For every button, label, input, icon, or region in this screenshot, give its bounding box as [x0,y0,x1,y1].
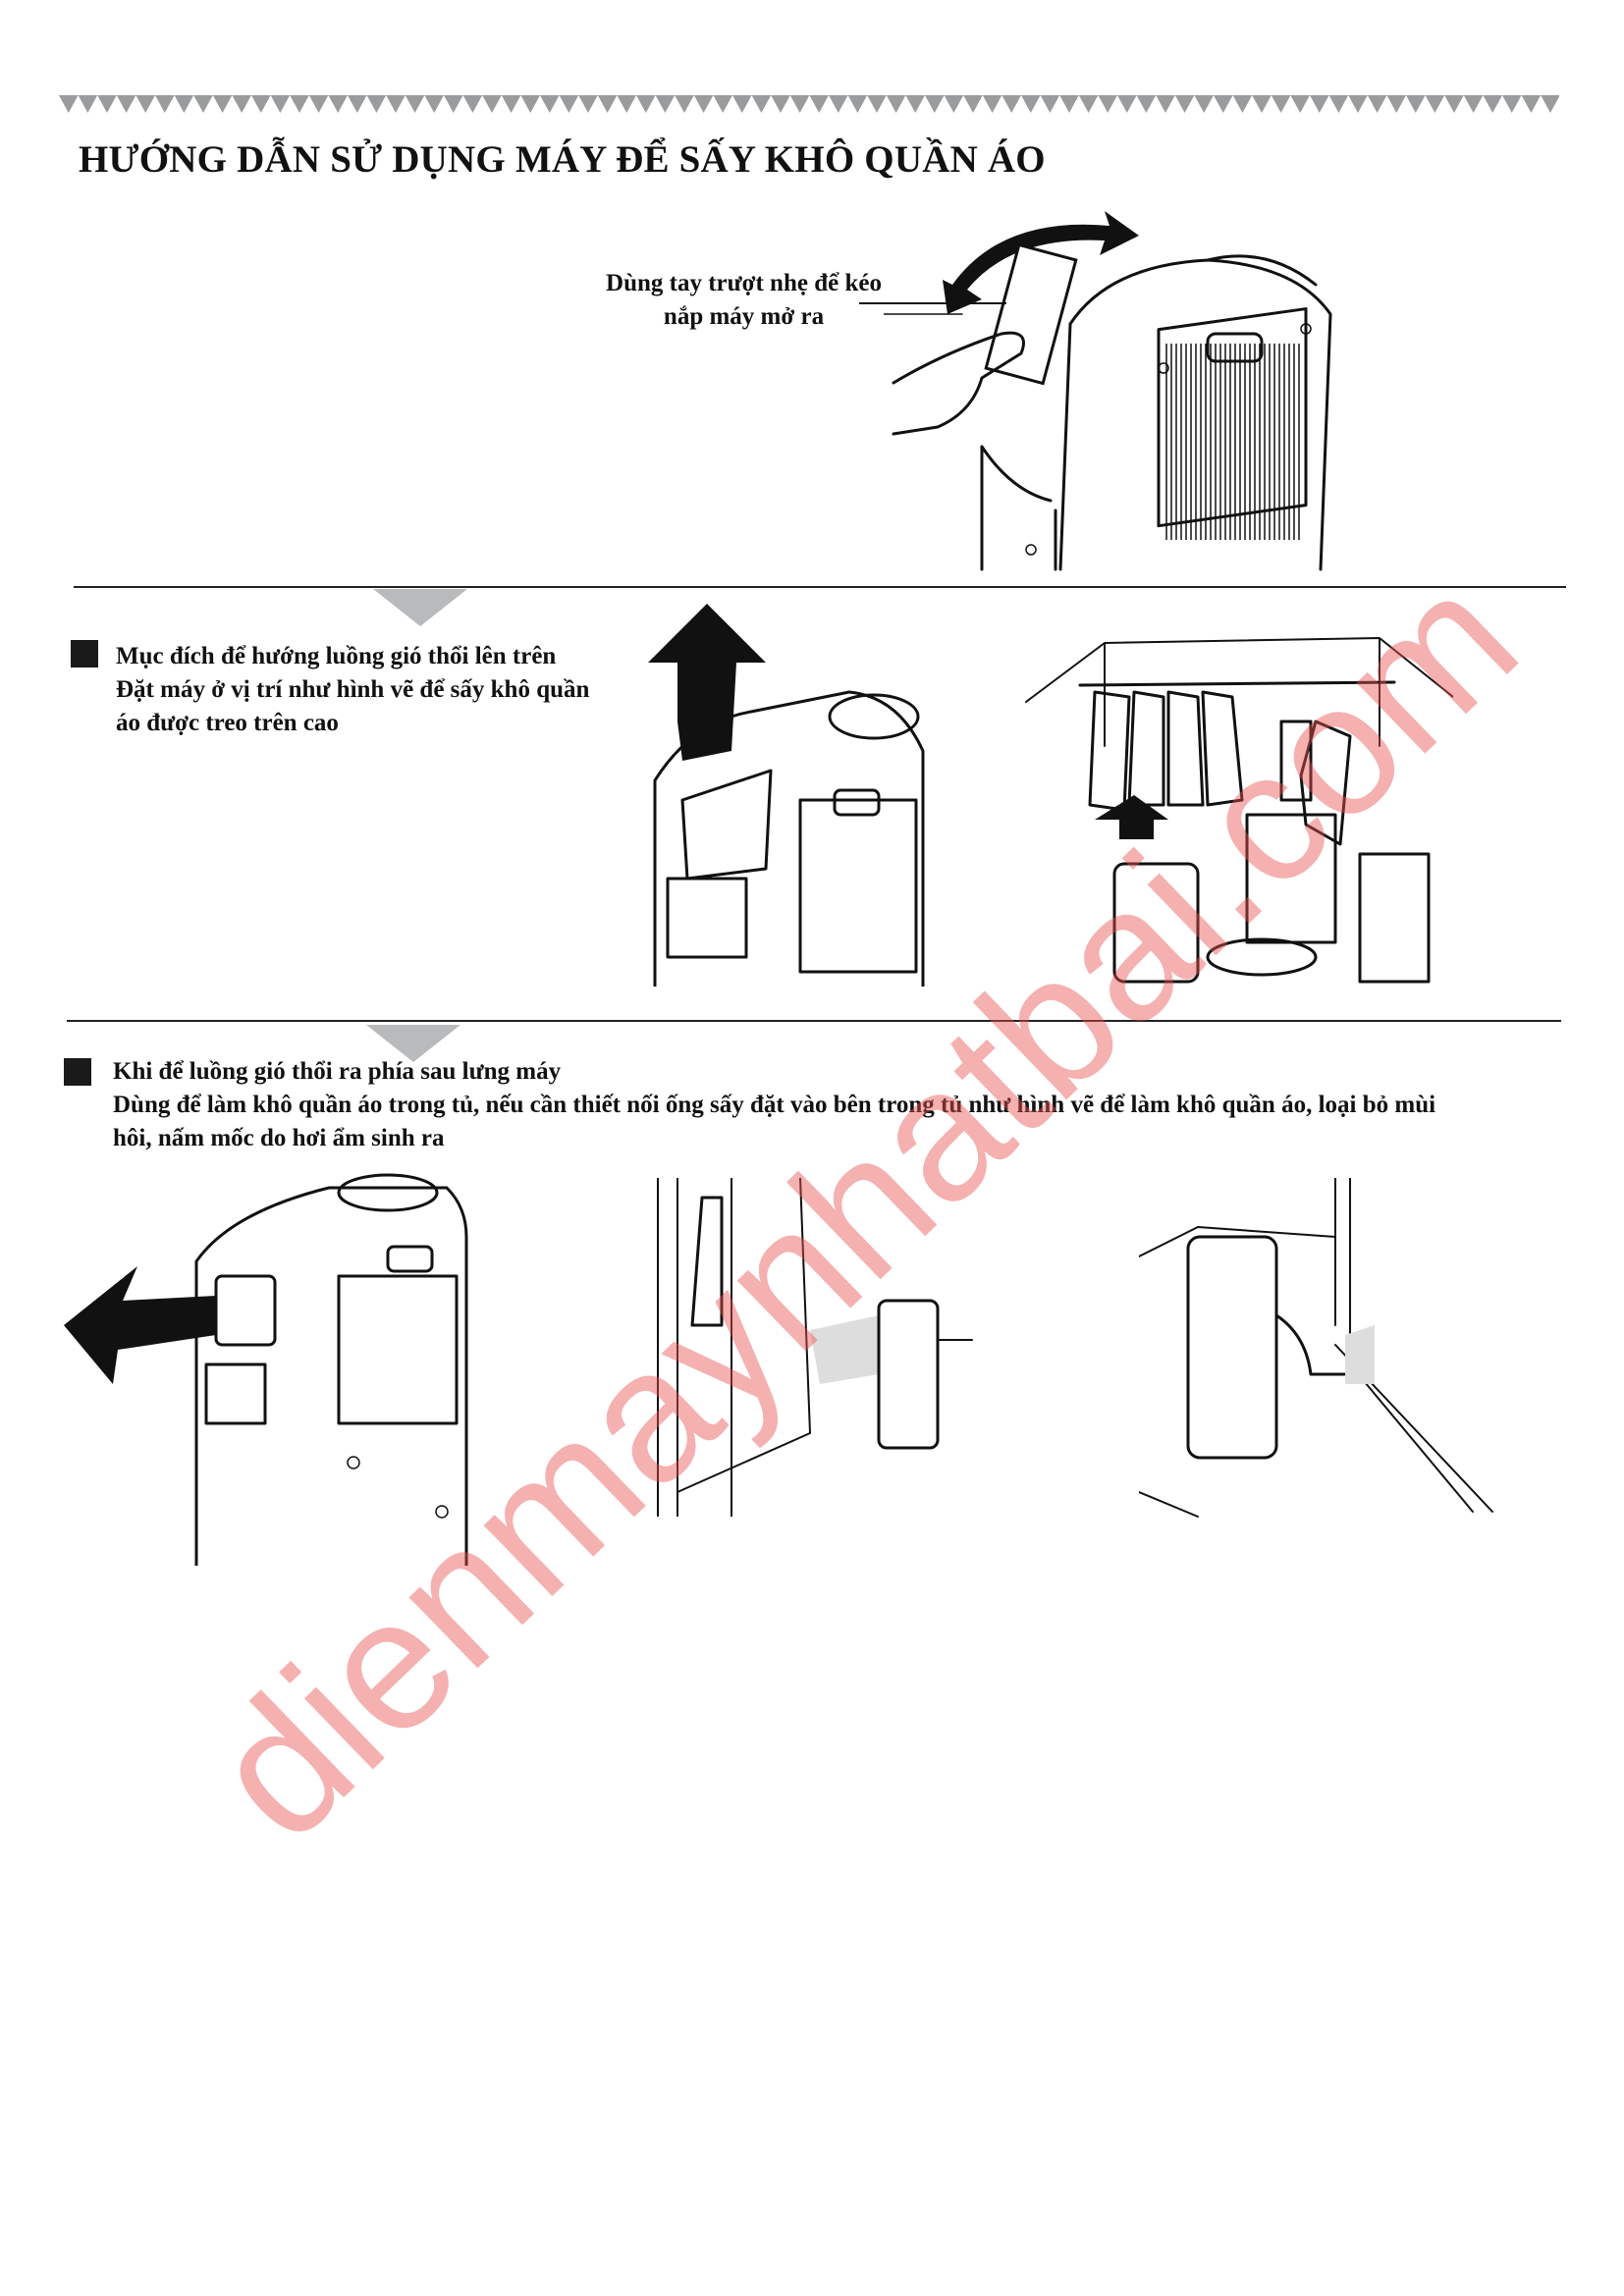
zigzag-triangles [59,95,1559,113]
section-back-heading: Khi để luồng gió thổi ra phía sau lưng m… [113,1058,562,1085]
open-lid-illustration [884,211,1332,571]
wardrobe-hose-illustration [1139,1178,1493,1518]
section-divider [67,1020,1561,1022]
callout-line-1: Dùng tay trượt nhẹ để kéo [606,270,882,296]
swing-arrow-icon [943,211,1139,314]
section-back-text: Khi để luồng gió thổi ra phía sau lưng m… [113,1055,1605,1155]
bullet-square [71,640,98,667]
up-arrow-icon [648,604,766,761]
closet-illustration [657,1178,973,1517]
upward-airflow-illustration [648,604,925,987]
laundry-room-illustration [1025,637,1453,984]
section-up-heading: Mục đích để hướng luồng gió thổi lên trê… [116,643,557,669]
open-lid-callout: Dùng tay trượt nhẹ để kéo nắp máy mở ra [579,267,908,334]
callout-line-2: nắp máy mở ra [663,303,825,330]
section-up-text: Mục đích để hướng luồng gió thổi lên trê… [116,640,589,740]
backward-airflow-illustration [64,1173,468,1566]
callout-leader-line [859,302,1006,304]
left-arrow-icon [64,1266,216,1384]
section-up-body-2: áo được treo trên cao [116,710,339,736]
section-back-body-1: Dùng để làm khô quần áo trong tủ, nếu cầ… [113,1092,1436,1118]
section-up-body-1: Đặt máy ở vị trí như hình vẽ để sấy khô … [116,676,590,703]
zigzag-border [59,95,1559,113]
section-divider [74,586,1566,588]
bullet-square [64,1058,91,1086]
page-title: HƯỚNG DẪN SỬ DỤNG MÁY ĐỂ SẤY KHÔ QUẦN ÁO [79,138,1046,181]
down-arrow-icon [366,1025,460,1062]
section-back-body-2: hôi, nấm mốc do hơi ẩm sinh ra [113,1125,445,1151]
down-arrow-icon [373,589,467,626]
